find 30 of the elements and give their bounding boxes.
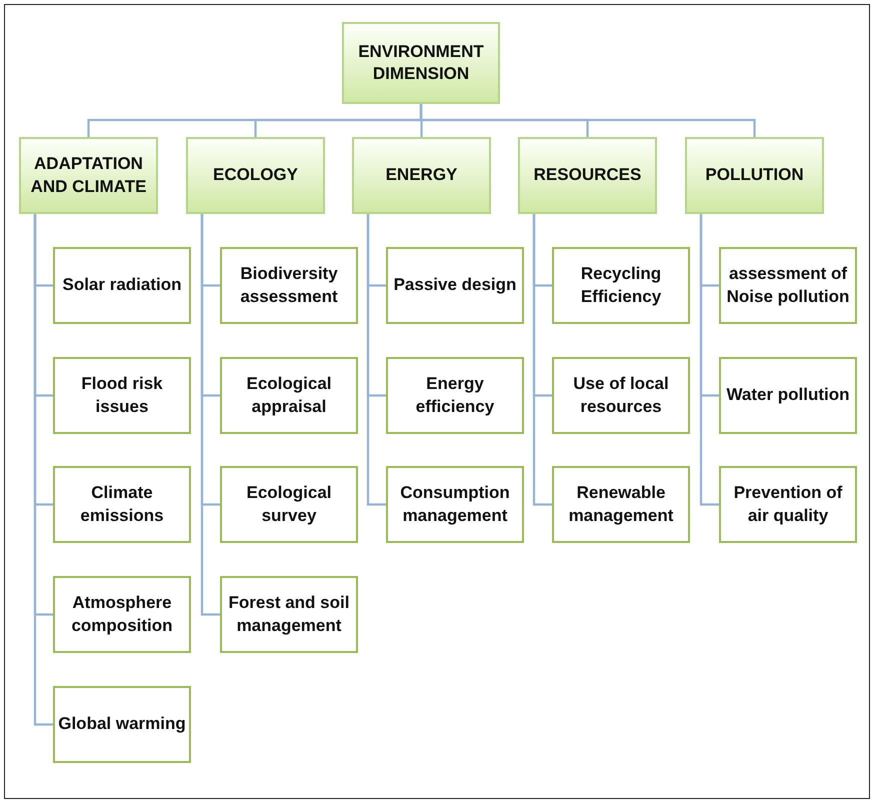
category-box: ENERGY [352,137,491,214]
item-box: Renewable management [552,466,690,543]
root-box: ENVIRONMENT DIMENSION [342,22,500,104]
category-box: ECOLOGY [186,137,325,214]
category-box: POLLUTION [685,137,824,214]
item-box: Forest and soil management [220,576,358,653]
item-box: Solar radiation [53,247,191,324]
item-box: Ecological appraisal [220,357,358,434]
item-box: Ecological survey [220,466,358,543]
item-box: Climate emissions [53,466,191,543]
item-box: Atmosphere composition [53,576,191,653]
item-box: Water pollution [719,357,857,434]
category-box: RESOURCES [518,137,657,214]
connector-line [366,214,386,506]
connector-line [34,214,53,726]
item-box: Flood risk issues [53,357,191,434]
connector-line [532,214,552,506]
item-box: Biodiversity assessment [220,247,358,324]
item-box: Recycling Efficiency [552,247,690,324]
item-box: Use of local resources [552,357,690,434]
connector-line [200,214,220,616]
item-box: Prevention of air quality [719,466,857,543]
connector-line [420,104,756,137]
item-box: Global warming [53,686,191,763]
item-box: assessment of Noise pollution [719,247,857,324]
connector-line [700,214,719,506]
category-box: ADAPTATION AND CLIMATE [19,137,158,214]
item-box: Energy efficiency [386,357,524,434]
item-box: Consumption management [386,466,524,543]
item-box: Passive design [386,247,524,324]
